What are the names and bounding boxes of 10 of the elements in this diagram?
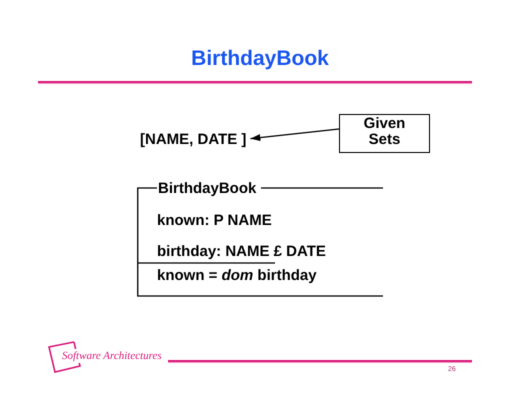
note-box: Given Sets: [339, 114, 430, 153]
set-label: [NAME, DATE ]: [140, 131, 250, 148]
declaration-text: known: P NAME: [157, 212, 272, 229]
arrow: [250, 128, 340, 142]
footer-text: Software Architectures: [62, 350, 162, 363]
declaration-text: birthday: NAME £ DATE: [157, 243, 326, 260]
slide-title: BirthdayBook: [191, 47, 329, 71]
schema-box: [137, 180, 383, 297]
schema-title: BirthdayBook: [158, 180, 256, 197]
predicate-text: known = dom birthday: [157, 267, 317, 284]
